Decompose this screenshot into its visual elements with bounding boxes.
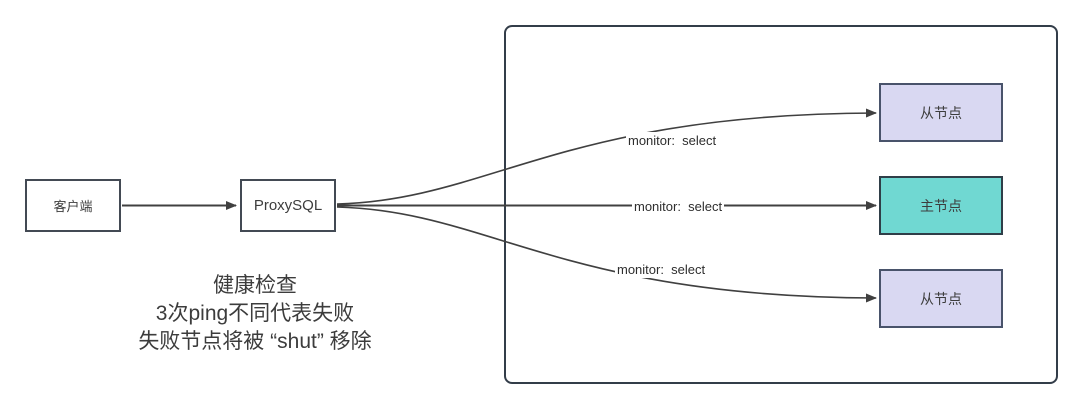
client-node-label: 客户端 (53, 199, 93, 214)
proxysql-node: ProxySQL (240, 179, 336, 232)
note-line: 失败节点将被 “shut” 移除 (138, 330, 372, 353)
edge-label-monitor-select-middle: monitor: select (632, 198, 725, 215)
client-node: 客户端 (25, 179, 121, 232)
health-check-note: 健康检查 3次ping不同代表失败 失败节点将被 “shut” 移除 (85, 272, 425, 356)
master-node: 主节点 (879, 176, 1003, 235)
slave-node-top-label: 从节点 (920, 104, 962, 121)
edge-proxysql-slave-top (336, 108, 877, 205)
slave-node-bottom-label: 从节点 (920, 290, 962, 307)
edge-label-monitor-select-bottom: monitor: select (615, 261, 708, 278)
master-node-label: 主节点 (920, 197, 962, 214)
note-line: 健康检查 (213, 274, 297, 297)
slave-node-top: 从节点 (879, 83, 1003, 142)
slave-node-bottom: 从节点 (879, 269, 1003, 328)
proxysql-node-label: ProxySQL (253, 197, 323, 214)
edge-proxysql-slave-bottom (336, 206, 877, 303)
edge-label-monitor-select-top: monitor: select (626, 132, 719, 149)
note-line: 3次ping不同代表失败 (155, 302, 355, 325)
